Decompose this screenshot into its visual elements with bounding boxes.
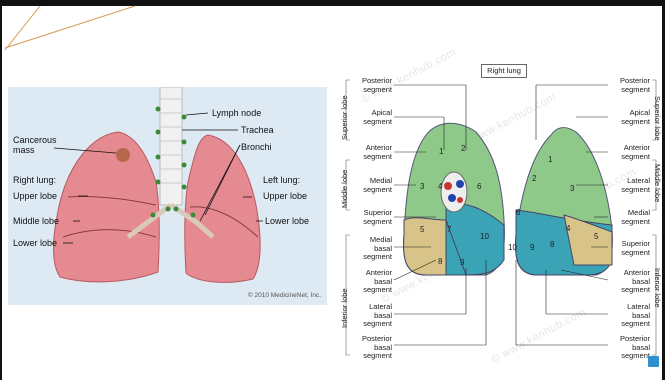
segment-number: 5 bbox=[420, 225, 424, 234]
copyright-text: © 2010 MedicineNet, Inc. bbox=[248, 292, 321, 299]
segment-number: 4 bbox=[438, 182, 442, 191]
segment-number: 10 bbox=[508, 243, 517, 252]
segment-number: 6 bbox=[477, 182, 481, 191]
right-label-posterior-basal: Posterior basal segment bbox=[608, 335, 650, 361]
label-lymph-node: Lymph node bbox=[212, 108, 261, 118]
group-middle-left: Middle lobe bbox=[340, 170, 349, 208]
segment-number: 4 bbox=[566, 224, 570, 233]
decorative-line bbox=[0, 0, 140, 60]
left-label-anterior-basal: Anterior basal segment bbox=[350, 269, 392, 295]
label-right-lung: Right lung: bbox=[13, 175, 56, 185]
left-label-apical: Apical segment bbox=[350, 109, 392, 126]
label-right-lower-lobe: Lower lobe bbox=[13, 238, 57, 248]
segment-number: 3 bbox=[420, 182, 424, 191]
left-label-lateral-basal: Lateral basal segment bbox=[350, 303, 392, 329]
segment-number: 1 bbox=[548, 155, 552, 164]
segment-number: 6 bbox=[516, 208, 520, 217]
right-label-anterior-basal: Anterior basal segment bbox=[608, 269, 650, 295]
right-label-superior: Superior segment bbox=[608, 240, 650, 257]
label-left-lower-lobe: Lower lobe bbox=[265, 216, 309, 226]
label-left-lung: Left lung: bbox=[263, 175, 300, 185]
left-label-medial: Medial segment bbox=[350, 177, 392, 194]
segment-number: 3 bbox=[570, 184, 574, 193]
lung-cancer-illustration: Lymph node Trachea Bronchi Cancerous mas… bbox=[8, 87, 327, 305]
label-right-upper-lobe: Upper lobe bbox=[13, 191, 57, 201]
group-superior-right: Superior lobe bbox=[653, 96, 662, 141]
lung-segments-diagram: © www.kenhub.com © www.kenhub.com © www.… bbox=[336, 60, 665, 380]
group-inferior-right: Inferior lobe bbox=[653, 268, 662, 308]
right-label-lateral: Lateral segment bbox=[608, 177, 650, 194]
label-left-upper-lobe: Upper lobe bbox=[263, 191, 307, 201]
label-bronchi: Bronchi bbox=[241, 142, 272, 152]
segment-number: 9 bbox=[460, 258, 464, 267]
right-label-apical: Apical segment bbox=[608, 109, 650, 126]
segment-number: 7 bbox=[447, 225, 451, 234]
label-trachea: Trachea bbox=[241, 125, 274, 135]
group-superior-left: Superior lobe bbox=[340, 95, 349, 140]
label-cancerous-mass: Cancerous mass bbox=[13, 135, 57, 155]
kenhub-logo bbox=[648, 356, 659, 367]
right-label-posterior: Posterior segment bbox=[608, 77, 650, 94]
segment-number: 8 bbox=[438, 257, 442, 266]
group-middle-right: Middle lobe bbox=[653, 164, 662, 202]
segment-number: 2 bbox=[532, 174, 536, 183]
right-label-medial: Medial segment bbox=[608, 209, 650, 226]
left-label-posterior: Posterior segment bbox=[350, 77, 392, 94]
left-label-superior: Superior segment bbox=[350, 209, 392, 226]
left-label-medial-basal: Medial basal segment bbox=[350, 236, 392, 262]
segment-number: 8 bbox=[550, 240, 554, 249]
segment-number: 2 bbox=[461, 144, 465, 153]
segment-number: 1 bbox=[439, 147, 443, 156]
segment-number: 10 bbox=[480, 232, 489, 241]
left-label-posterior-basal: Posterior basal segment bbox=[350, 335, 392, 361]
right-label-lateral-basal: Lateral basal segment bbox=[608, 303, 650, 329]
segment-number: 5 bbox=[594, 232, 598, 241]
left-label-anterior: Anterior segment bbox=[350, 144, 392, 161]
label-middle-lobe: Middle lobe bbox=[13, 216, 59, 226]
segment-number: 9 bbox=[530, 243, 534, 252]
group-inferior-left: Inferior lobe bbox=[340, 288, 349, 328]
right-label-anterior: Anterior segment bbox=[608, 144, 650, 161]
